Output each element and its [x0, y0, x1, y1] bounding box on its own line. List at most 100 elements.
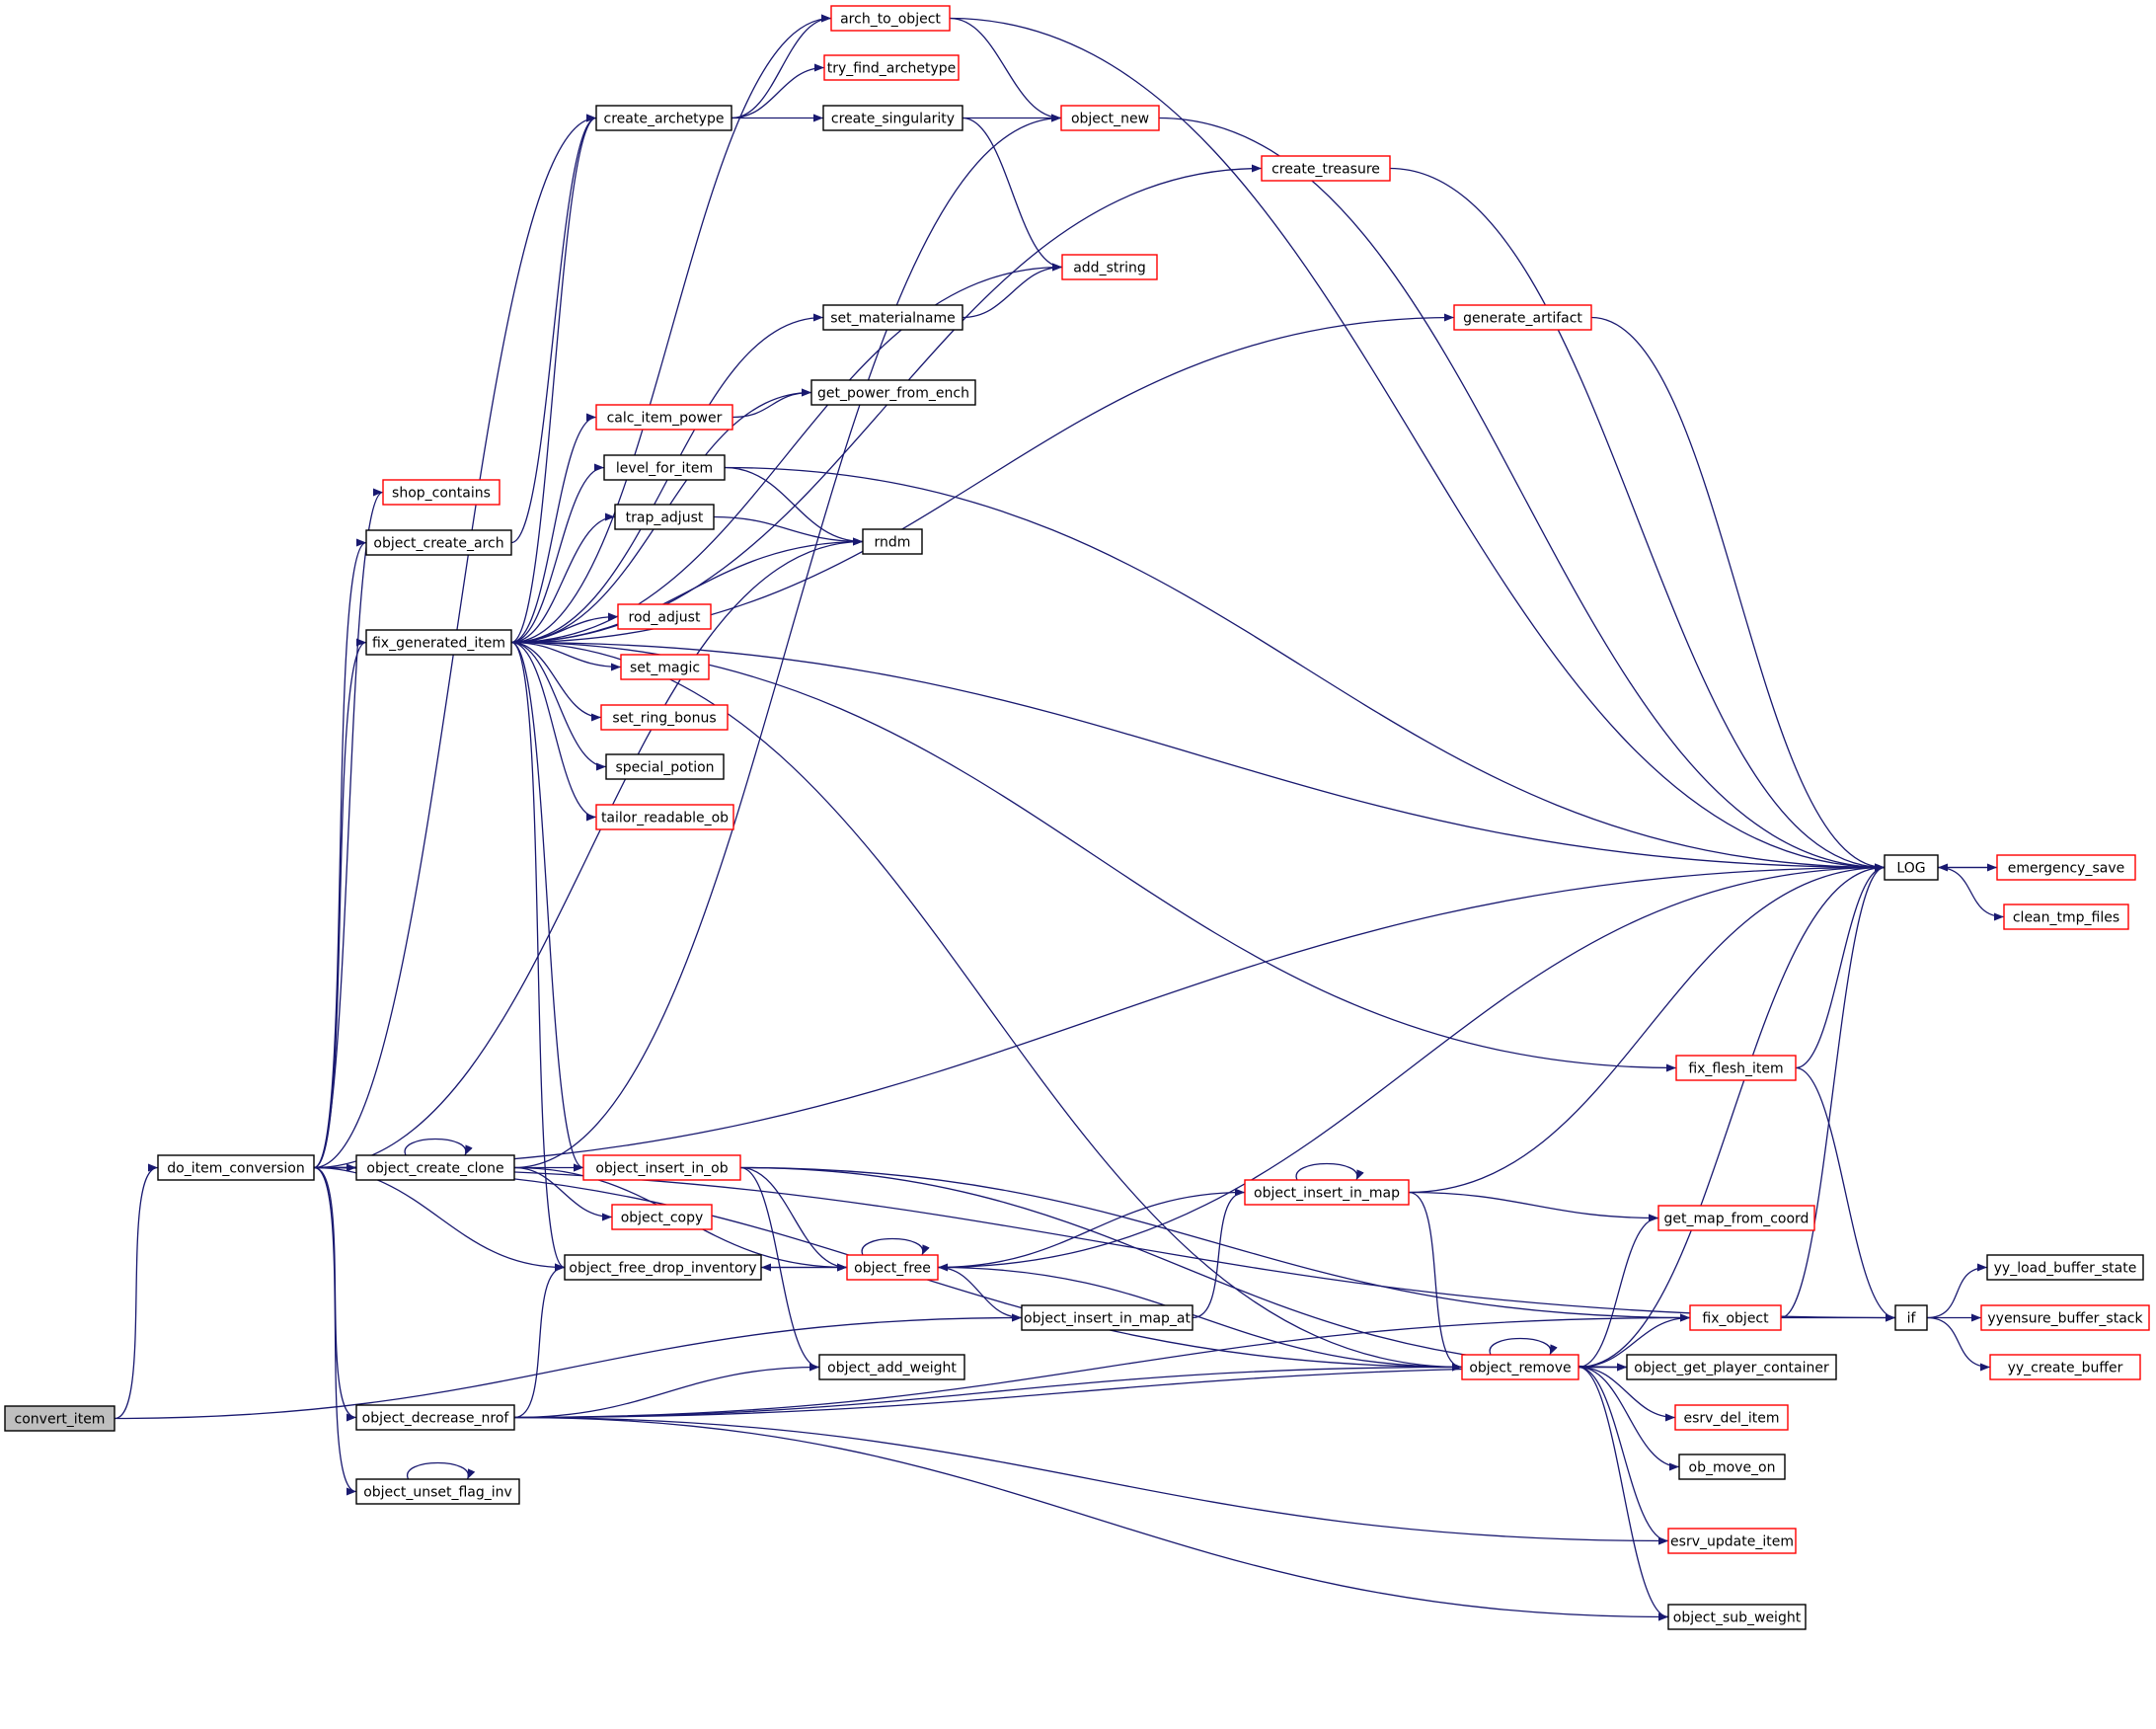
- edge-if-to-yy_create_buffer: [1926, 1316, 1991, 1372]
- node-box: [1667, 1528, 1797, 1554]
- node-do-item-conversion[interactable]: do_item_conversion: [157, 1154, 315, 1181]
- node-yy-create-buffer[interactable]: yy_create_buffer: [1989, 1354, 2141, 1380]
- node-object-insert-in-map-at[interactable]: object_insert_in_map_at: [1021, 1304, 1194, 1331]
- node-object-free-drop-inventory[interactable]: object_free_drop_inventory: [564, 1254, 762, 1281]
- edge-arch_to_object-to-LOG: [949, 17, 1886, 872]
- edge-fix_generated_item-to-special_potion: [510, 641, 607, 771]
- edge-fix_generated_item-to-level_for_item: [510, 463, 605, 644]
- node-convert-item[interactable]: convert_item: [4, 1405, 116, 1432]
- node-object-create-arch[interactable]: object_create_arch: [365, 529, 512, 556]
- edge-create_singularity-to-add_string: [962, 117, 1063, 272]
- edge-layer: [114, 14, 2005, 1621]
- node-object-get-player-container[interactable]: object_get_player_container: [1626, 1354, 1837, 1380]
- edge-object_remove-to-ob_move_on: [1578, 1366, 1680, 1471]
- edge-convert_item-to-object_insert_in_map_at: [114, 1313, 1023, 1420]
- node-yyensure-buffer-stack[interactable]: yyensure_buffer_stack: [1980, 1304, 2150, 1331]
- node-tailor-readable-ob[interactable]: tailor_readable_ob: [595, 804, 734, 830]
- edge-object_insert_in_map-to-get_map_from_coord: [1408, 1191, 1659, 1222]
- node-box: [1674, 1404, 1789, 1431]
- node-box: [1989, 1354, 2141, 1380]
- edge-fix_generated_item-to-arch_to_object: [510, 14, 832, 644]
- node-box: [1678, 1454, 1786, 1480]
- node-object-add-weight[interactable]: object_add_weight: [818, 1354, 965, 1380]
- node-set-magic[interactable]: set_magic: [620, 654, 710, 680]
- edge-do_item_conversion-to-if: [313, 1166, 1896, 1322]
- edge-fix_generated_item-to-add_string: [510, 263, 1063, 644]
- node-layer: convert_item do_item_conversion shop_conta…: [4, 5, 2150, 1630]
- node-LOG[interactable]: LOG: [1884, 854, 1939, 881]
- node-add-string[interactable]: add_string: [1061, 254, 1158, 280]
- edge-create_archetype-to-arch_to_object: [731, 14, 832, 119]
- node-rod-adjust[interactable]: rod_adjust: [617, 603, 712, 630]
- node-clean-tmp-files[interactable]: clean_tmp_files: [2003, 904, 2129, 930]
- node-create-singularity[interactable]: create_singularity: [822, 105, 963, 131]
- node-label: yy_create_buffer: [2008, 1361, 2123, 1376]
- node-box: [1021, 1304, 1194, 1331]
- edge-object_create_clone-to-object_create_clone: [404, 1138, 473, 1156]
- node-generate-artifact[interactable]: generate_artifact: [1453, 304, 1592, 331]
- node-get-power-from-ench[interactable]: get_power_from_ench: [810, 379, 976, 406]
- node-esrv-del-item[interactable]: esrv_del_item: [1674, 1404, 1789, 1431]
- node-object-insert-in-map[interactable]: object_insert_in_map: [1244, 1179, 1410, 1206]
- node-label: object_add_weight: [827, 1361, 957, 1376]
- node-object-new[interactable]: object_new: [1060, 105, 1160, 131]
- node-box: [355, 1404, 515, 1431]
- node-object-remove[interactable]: object_remove: [1461, 1354, 1579, 1380]
- node-ob-move-on[interactable]: ob_move_on: [1678, 1454, 1786, 1480]
- node-box: [1986, 1254, 2144, 1281]
- node-calc-item-power[interactable]: calc_item_power: [595, 404, 733, 431]
- node-level-for-item[interactable]: level_for_item: [603, 454, 726, 481]
- edge-object_create_clone-to-object_new: [513, 114, 1062, 1169]
- edge-convert_item-to-do_item_conversion: [114, 1163, 159, 1420]
- node-label: object_new: [1071, 112, 1149, 127]
- node-get-map-from-coord[interactable]: get_map_from_coord: [1657, 1205, 1815, 1231]
- node-label: try_find_archetype: [827, 61, 957, 77]
- node-emergency-save[interactable]: emergency_save: [1996, 854, 2136, 881]
- node-box: [611, 1204, 713, 1230]
- node-set-ring-bonus[interactable]: set_ring_bonus: [600, 704, 729, 731]
- edge-object_insert_in_map-to-object_free: [937, 1191, 1246, 1272]
- edge-object_new-to-LOG: [1158, 117, 1886, 872]
- node-special-potion[interactable]: special_potion: [605, 753, 725, 780]
- node-esrv-update-item[interactable]: esrv_update_item: [1667, 1528, 1797, 1554]
- node-box: [157, 1154, 315, 1181]
- node-object-copy[interactable]: object_copy: [611, 1204, 713, 1230]
- edge-do_item_conversion-to-LOG: [313, 863, 1886, 1169]
- node-fix-object[interactable]: fix_object: [1689, 1304, 1782, 1331]
- node-trap-adjust[interactable]: trap_adjust: [614, 504, 715, 530]
- node-object-insert-in-ob[interactable]: object_insert_in_ob: [582, 1154, 741, 1181]
- node-object-decrease-nrof[interactable]: object_decrease_nrof: [355, 1404, 515, 1431]
- node-label: add_string: [1073, 261, 1146, 276]
- node-label: object_create_arch: [373, 536, 503, 552]
- edge-object_create_clone-to-object_copy: [513, 1166, 613, 1221]
- edge-fix_generated_item-to-rod_adjust: [510, 612, 619, 644]
- node-label: object_create_clone: [366, 1161, 503, 1177]
- node-create-treasure[interactable]: create_treasure: [1261, 155, 1391, 182]
- node-label: object_insert_in_map_at: [1024, 1311, 1192, 1327]
- node-if[interactable]: if: [1894, 1304, 1928, 1331]
- node-create-archetype[interactable]: create_archetype: [595, 105, 732, 131]
- node-box: [862, 528, 923, 555]
- edge-do_item_conversion-to-rndm: [313, 537, 864, 1169]
- edge-fix_generated_item-to-trap_adjust: [510, 512, 616, 644]
- node-box: [1060, 105, 1160, 131]
- node-box: [595, 804, 734, 830]
- node-rndm[interactable]: rndm: [862, 528, 923, 555]
- node-object-create-clone[interactable]: object_create_clone: [355, 1154, 515, 1181]
- node-box: [564, 1254, 762, 1281]
- node-yy-load-buffer-state[interactable]: yy_load_buffer_state: [1986, 1254, 2144, 1281]
- node-arch-to-object[interactable]: arch_to_object: [830, 5, 951, 32]
- node-box: [595, 404, 733, 431]
- node-object-unset-flag-inv[interactable]: object_unset_flag_inv: [355, 1478, 520, 1505]
- node-object-free[interactable]: object_free: [846, 1254, 939, 1281]
- node-set-materialname[interactable]: set_materialname: [822, 304, 963, 331]
- edge-do_item_conversion-to-object_unset_flag_inv: [313, 1166, 357, 1496]
- node-try-find-archetype[interactable]: try_find_archetype: [823, 54, 960, 81]
- node-fix-generated-item[interactable]: fix_generated_item: [365, 629, 512, 656]
- node-label: fix_flesh_item: [1688, 1061, 1783, 1077]
- node-shop-contains[interactable]: shop_contains: [382, 479, 500, 506]
- node-object-sub-weight[interactable]: object_sub_weight: [1667, 1604, 1807, 1630]
- node-label: create_archetype: [604, 112, 725, 127]
- edge-object_decrease_nrof-to-object_free_drop_inventory: [513, 1263, 566, 1419]
- node-fix-flesh-item[interactable]: fix_flesh_item: [1675, 1055, 1797, 1081]
